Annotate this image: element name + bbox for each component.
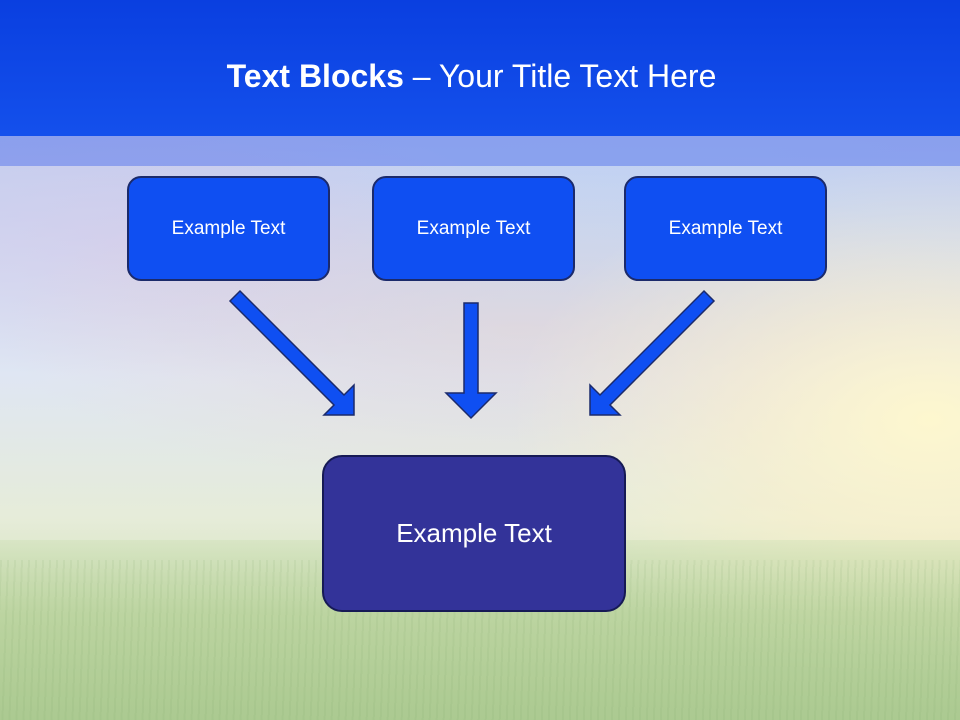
arrow-left-diagonal-icon <box>228 289 355 416</box>
source-text-block-2-label: Example Text <box>416 217 531 239</box>
source-text-block-1: Example Text <box>127 176 330 281</box>
arrow-down-icon <box>444 302 498 420</box>
slide-title: Text Blocks – Your Title Text Here <box>0 56 943 96</box>
source-text-block-1-label: Example Text <box>171 217 286 239</box>
slide-title-bold: Text Blocks <box>226 58 404 94</box>
title-header-band <box>0 0 960 136</box>
target-text-block-label: Example Text <box>396 518 552 548</box>
source-text-block-3: Example Text <box>624 176 827 281</box>
target-text-block: Example Text <box>322 455 626 612</box>
slide-title-rest: Your Title Text Here <box>438 58 717 94</box>
source-text-block-3-label: Example Text <box>668 217 783 239</box>
source-text-block-2: Example Text <box>372 176 575 281</box>
header-accent-strip <box>0 136 960 166</box>
arrow-right-diagonal-icon <box>589 289 716 416</box>
slide-title-separator: – <box>403 58 439 94</box>
